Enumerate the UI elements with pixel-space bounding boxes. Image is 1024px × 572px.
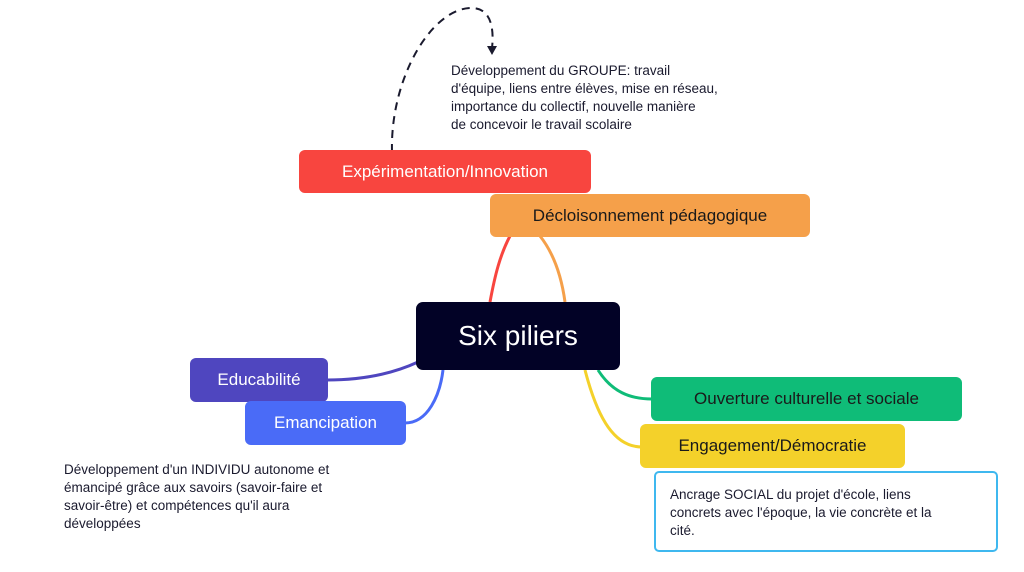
note-line: d'équipe, liens entre élèves, mise en ré…: [451, 81, 718, 96]
branch-ouverture[interactable]: Ouverture culturelle et sociale: [651, 377, 962, 421]
connector-educabilite: [326, 360, 419, 382]
note-individu: Développement d'un INDIVIDU autonome et …: [64, 461, 329, 533]
note-line: Développement du GROUPE: travail: [451, 63, 671, 78]
note-line: Développement d'un INDIVIDU autonome et: [64, 462, 330, 477]
note-line: concrets avec l'époque, la vie concrète …: [670, 505, 932, 520]
connector-engagement: [583, 369, 643, 449]
connector-experimentation: [488, 235, 512, 303]
note-social[interactable]: Ancrage SOCIAL du projet d'école, liens …: [654, 471, 998, 552]
note-line: savoir-être) et compétences qu'il aura: [64, 498, 290, 513]
connector-decloisonnement: [538, 235, 567, 303]
connector-emancipation: [404, 369, 445, 425]
branch-label: Ouverture culturelle et sociale: [694, 389, 919, 408]
branch-decloisonnement[interactable]: Décloisonnement pédagogique: [490, 194, 810, 237]
branch-label: Expérimentation/Innovation: [341, 161, 549, 181]
branch-engagement[interactable]: Engagement/Démocratie: [640, 424, 905, 468]
branch-experimentation[interactable]: Expérimentation/Innovation: [299, 150, 591, 193]
arrow-head-icon: [487, 46, 497, 55]
note-line: émancipé grâce aux savoirs (savoir-faire…: [64, 480, 323, 495]
note-line: de concevoir le travail scolaire: [451, 117, 632, 132]
dashed-arrow: [390, 6, 494, 153]
branch-educabilite[interactable]: Educabilité: [190, 358, 328, 402]
note-line: importance du collectif, nouvelle manièr…: [451, 99, 696, 114]
branch-label: Engagement/Démocratie: [678, 436, 867, 455]
branch-label: Emancipation: [273, 413, 377, 432]
center-label: Six piliers: [458, 320, 578, 351]
connector-ouverture: [596, 369, 653, 401]
note-line: cité.: [670, 523, 695, 538]
branch-emancipation[interactable]: Emancipation: [245, 401, 406, 445]
note-line: Ancrage SOCIAL du projet d'école, liens: [670, 487, 911, 502]
branch-label: Educabilité: [217, 370, 301, 389]
center-node[interactable]: Six piliers: [416, 302, 620, 370]
note-line: développées: [64, 516, 141, 531]
note-groupe: Développement du GROUPE: travail d'équip…: [451, 62, 718, 134]
branch-label: Décloisonnement pédagogique: [532, 205, 768, 225]
